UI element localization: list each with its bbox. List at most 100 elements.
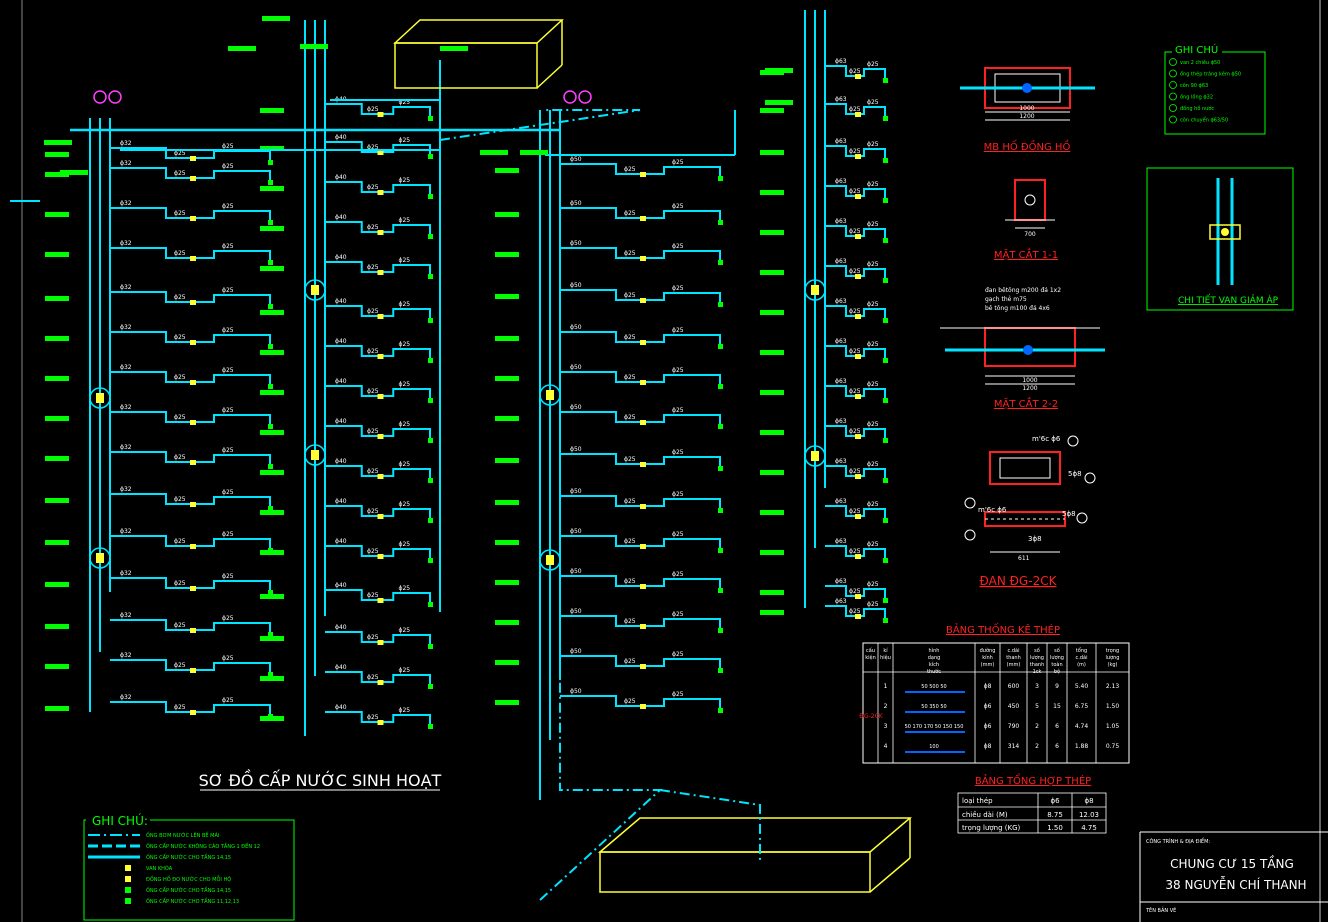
- pipe-label: ɸ25: [222, 287, 234, 294]
- meter-icon: [640, 420, 646, 425]
- section-2-title: MẶT CẮT 2-2: [994, 396, 1058, 410]
- table-cell: 6: [1055, 743, 1059, 750]
- slab-detail: m'6c ɸ6 5ɸ8 m'6c ɸ6 5ɸ8 3ɸ8 611 ĐAN ĐG-2…: [964, 435, 1096, 588]
- title-block: CÔNG TRÌNH & ĐỊA ĐIỂM: CHUNG CƯ 15 TẦNG …: [1139, 831, 1328, 922]
- branch-pipe: [825, 185, 886, 198]
- meter-icon: [190, 300, 196, 305]
- branch-pipe: [110, 247, 271, 260]
- pipe-label: ɸ40: [335, 134, 347, 141]
- floor-tag: [765, 68, 793, 73]
- pipe-label: ɸ25: [222, 163, 234, 170]
- pipe-label: ɸ25: [624, 374, 636, 381]
- outlet-icon: [883, 438, 888, 443]
- meter-icon: [377, 394, 384, 399]
- floor-tag: [760, 610, 784, 615]
- pipe-label: ɸ32: [120, 284, 132, 291]
- pipe-label: ɸ25: [867, 601, 879, 608]
- meter-icon: [855, 194, 861, 199]
- pipe-label: ɸ25: [399, 177, 411, 184]
- svg-text:1200: 1200: [1019, 113, 1034, 120]
- floor-tag: [45, 498, 69, 503]
- branch-pipe: [560, 495, 721, 508]
- pipe-label: ɸ25: [867, 501, 879, 508]
- outlet-icon: [428, 558, 433, 563]
- meter-icon: [855, 274, 861, 279]
- branch-pipe: [560, 535, 721, 548]
- pipe-label: ɸ25: [867, 141, 879, 148]
- branch-pipe: [825, 225, 886, 238]
- floor-tag: [260, 594, 284, 599]
- pipe-label: ɸ25: [222, 573, 234, 580]
- riser-group: ɸ63ɸ25ɸ25ɸ63ɸ25ɸ25ɸ63ɸ25ɸ25ɸ63ɸ25ɸ25ɸ63ɸ…: [760, 10, 888, 623]
- meter-icon: [377, 190, 384, 195]
- riser-group: ɸ32ɸ25ɸ25ɸ32ɸ25ɸ25ɸ32ɸ25ɸ25ɸ32ɸ25ɸ25ɸ32ɸ…: [45, 118, 273, 719]
- branch-pipe: [325, 505, 431, 518]
- table-cell: 2: [1035, 743, 1039, 750]
- table-header: thước: [927, 668, 941, 675]
- pipe-label: ɸ25: [367, 592, 379, 599]
- outlet-icon: [718, 220, 723, 225]
- top-legend-item: van 2 chiều ɸ50: [1180, 58, 1220, 66]
- floor-tag: [760, 270, 784, 275]
- branch-pipe: [825, 505, 886, 518]
- pipe-label: ɸ32: [120, 140, 132, 147]
- pipe-label: ɸ25: [399, 627, 411, 634]
- branch-pipe: [825, 465, 886, 478]
- meter-icon: [377, 230, 384, 235]
- riser-diagram: ɸ32ɸ25ɸ25ɸ32ɸ25ɸ25ɸ32ɸ25ɸ25ɸ32ɸ25ɸ25ɸ32ɸ…: [44, 10, 888, 800]
- meter-icon: [190, 256, 196, 261]
- table-cell: 450: [1008, 703, 1020, 710]
- pressure-valve-icon: [96, 393, 104, 403]
- branch-pipe: [325, 221, 431, 234]
- pipe-label: ɸ25: [174, 294, 186, 301]
- floor-tag: [760, 190, 784, 195]
- pipe-label: ɸ25: [174, 334, 186, 341]
- meter-icon: [640, 504, 646, 509]
- outlet-icon: [428, 724, 433, 729]
- pipe-label: ɸ40: [335, 458, 347, 465]
- outlet-icon: [268, 506, 273, 511]
- floor-tag: [760, 150, 784, 155]
- branch-pipe: [560, 289, 721, 302]
- pipe-label: ɸ25: [624, 414, 636, 421]
- meter-icon: [855, 112, 861, 117]
- pipe-label: ɸ25: [624, 538, 636, 545]
- floor-tag: [260, 676, 284, 681]
- outlet-icon: [883, 558, 888, 563]
- pipe-label: ɸ25: [672, 691, 684, 698]
- meter-icon: [855, 614, 861, 619]
- top-legend-title: GHI CHÚ: [1175, 43, 1218, 56]
- top-legend-item: đồng hồ nước: [1180, 104, 1214, 112]
- meter-icon: [190, 176, 196, 181]
- svg-text:611: 611: [1018, 555, 1030, 562]
- branch-pipe: [110, 167, 271, 180]
- table-header: c.dài: [1076, 654, 1088, 661]
- outlet-icon: [883, 78, 888, 83]
- meter-icon: [855, 434, 861, 439]
- meter-icon: [640, 216, 646, 221]
- meter-icon: [377, 640, 384, 645]
- pipe-label: ɸ25: [849, 428, 861, 435]
- drawing-title: SƠ ĐỒ CẤP NƯỚC SINH HOẠT: [199, 769, 442, 790]
- pipe-label: ɸ25: [174, 538, 186, 545]
- meter-icon: [190, 156, 196, 161]
- outlet-icon: [883, 398, 888, 403]
- pipe-label: ɸ25: [672, 327, 684, 334]
- pipe-label: ɸ25: [222, 327, 234, 334]
- svg-text:gạch thẻ m75: gạch thẻ m75: [985, 296, 1027, 303]
- pipe-label: ɸ25: [867, 261, 879, 268]
- outlet-icon: [883, 278, 888, 283]
- floor-tag: [260, 266, 284, 271]
- pipe-label: ɸ32: [120, 160, 132, 167]
- svg-text:đan bêtông m200 đá 1x2: đan bêtông m200 đá 1x2: [985, 287, 1061, 294]
- branch-pipe: [825, 545, 886, 558]
- outlet-icon: [718, 302, 723, 307]
- table-cell: chiều dài (M): [962, 811, 1008, 819]
- meter-icon: [855, 554, 861, 559]
- table-header: hình: [929, 647, 940, 654]
- pipe-label: ɸ50: [570, 446, 582, 453]
- valve-icon: [89, 387, 111, 409]
- pipe-label: ɸ25: [849, 268, 861, 275]
- floor-tag: [45, 582, 69, 587]
